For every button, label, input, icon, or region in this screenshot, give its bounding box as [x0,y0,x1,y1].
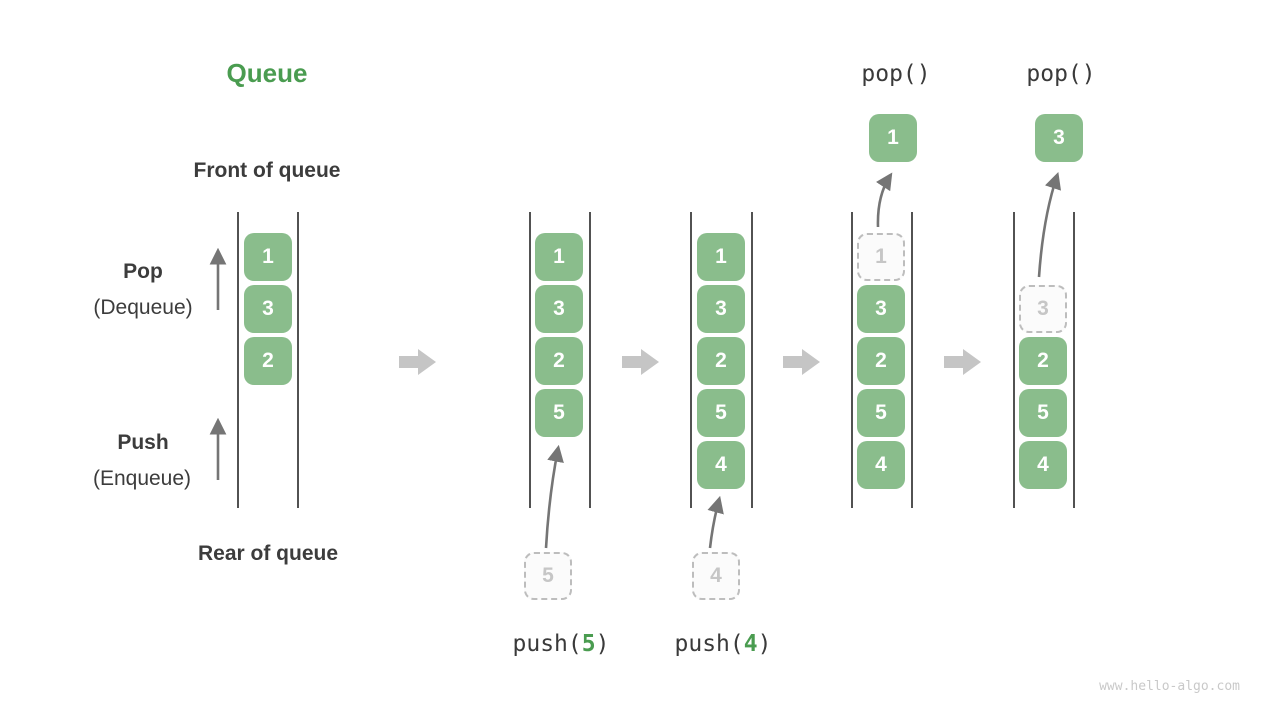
popped-element: 3 [1035,114,1083,162]
push-call-label-1: push(5) [513,631,610,657]
state-transition-arrow-icon [399,349,436,375]
queue-cell: 5 [697,389,745,437]
push-call-label-2: push(4) [675,631,772,657]
pop-call-label-2: pop() [1026,61,1096,87]
state-transition-arrow-icon [944,349,981,375]
push-label: Push [117,431,169,454]
queue-cell: 4 [697,441,745,489]
queue-cell: 2 [857,337,905,385]
pop-call-label-1: pop() [861,61,931,87]
queue-cell: 4 [1019,441,1067,489]
state-transition-arrow-icon [622,349,659,375]
queue-cell: 2 [535,337,583,385]
queue-wall-left [1013,212,1015,508]
queue-cell: 5 [857,389,905,437]
dequeue-label: (Dequeue) [93,296,193,319]
incoming-element: 5 [524,552,572,600]
rear-of-queue-label: Rear of queue [197,542,339,565]
push-4-arrow-icon [707,495,724,549]
queue-cell: 2 [697,337,745,385]
queue-cell: 3 [244,285,292,333]
enqueue-label: (Enqueue) [92,467,192,490]
queue-wall-right [297,212,299,508]
pop-1-arrow-icon [876,172,893,228]
push-arg-value: 4 [743,631,758,657]
queue-cell: 5 [1019,389,1067,437]
queue-cell: 5 [535,389,583,437]
queue-wall-right [911,212,913,508]
queue-cell: 1 [535,233,583,281]
queue-cell: 3 [857,285,905,333]
diagram-title: Queue [226,58,308,88]
queue-wall-right [1073,212,1075,508]
incoming-element: 4 [692,552,740,600]
state-transition-arrow-icon [783,349,820,375]
push-fn-text: push( [674,631,744,657]
queue-cell: 2 [244,337,292,385]
queue-cell: 3 [535,285,583,333]
close-paren-text: ) [757,631,772,657]
watermark: www.hello-algo.com [1099,679,1240,694]
queue-cell: 1 [244,233,292,281]
popped-slot: 1 [857,233,905,281]
pop-label: Pop [123,260,163,283]
popped-slot: 3 [1019,285,1067,333]
queue-wall-right [589,212,591,508]
queue-cell: 1 [697,233,745,281]
push-arg-value: 5 [581,631,596,657]
queue-wall-left [690,212,692,508]
pop-3-arrow-icon [1037,171,1062,278]
close-paren-text: ) [595,631,610,657]
queue-wall-left [851,212,853,508]
queue-wall-left [529,212,531,508]
push-5-arrow-icon [544,444,564,549]
push-fn-text: push( [512,631,582,657]
queue-cell: 2 [1019,337,1067,385]
queue-wall-left [237,212,239,508]
front-of-queue-label: Front of queue [193,159,341,182]
queue-wall-right [751,212,753,508]
popped-element: 1 [869,114,917,162]
queue-cell: 3 [697,285,745,333]
queue-cell: 4 [857,441,905,489]
